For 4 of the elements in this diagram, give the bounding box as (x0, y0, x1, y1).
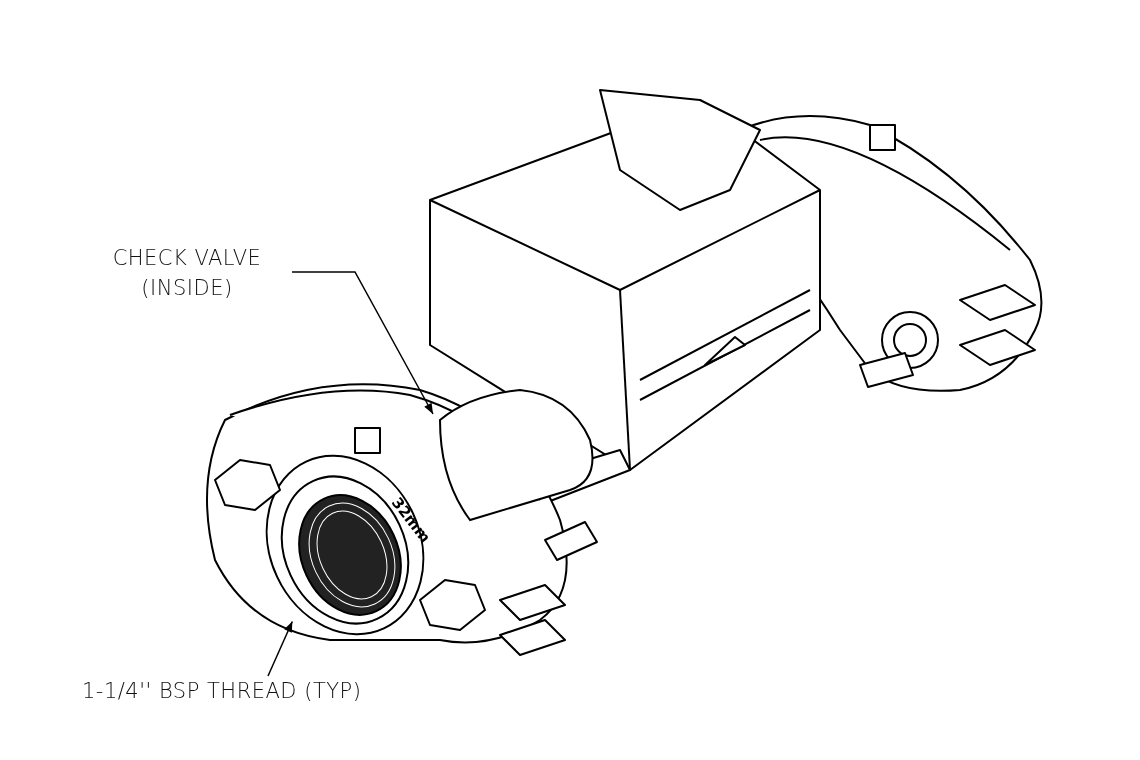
leader-line (267, 620, 294, 677)
callout-text: 1-1/4'' BSP THREAD (TYP) (82, 678, 363, 705)
leader-line (291, 271, 434, 415)
callout-text: CHECK VALVE (INSIDE) (111, 245, 263, 302)
